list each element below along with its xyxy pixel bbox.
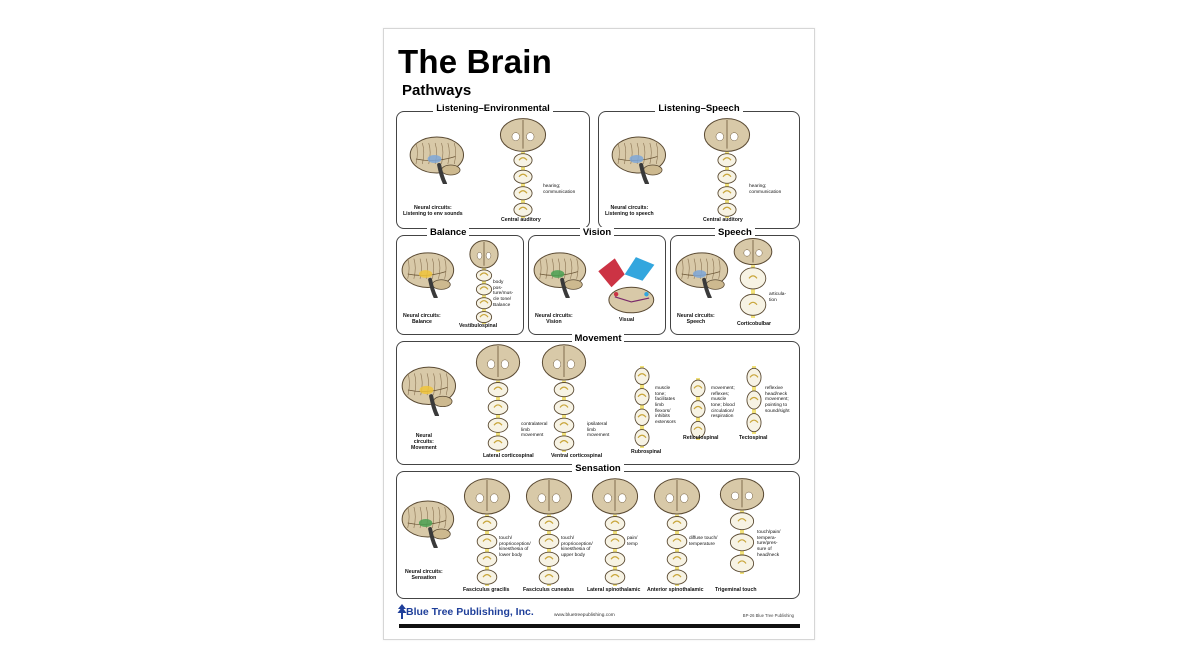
pathway-label: Tectospinal [739,435,768,441]
pathway-function-note: ipsilateral limb movement [587,422,610,439]
panel-title: Balance [427,227,470,238]
pathway-function-note: reflexive head/neck movement; pointing t… [765,386,790,414]
brain-circuit-label: Neural circuits: Movement [411,433,437,451]
pathway-function-note: hearing; communication [543,184,576,195]
pathway-label: Vestibulospinal [459,323,498,329]
coronal-brain-section-icon [463,478,511,586]
brain-lateral-icon [401,498,457,550]
publisher-name: Blue Tree Publishing, Inc. [406,606,534,618]
pathway-label: Reticulospinal [683,435,719,441]
panel-title: Movement [571,333,625,344]
poster-title: The Brain [398,43,552,80]
pathway-function-note: movement; reflexes; muscle tone; blood c… [711,386,735,420]
panel-title: Listening–Environmental [433,103,553,114]
pathway-label: Anterior spinothalamic [647,587,704,593]
pathway-function-note: muscle tone; facilitates limb flexors/ i… [655,386,676,425]
pathway-label: Lateral corticospinal [483,453,534,459]
brain-circuit-label: Neural circuits: Vision [535,313,573,325]
coronal-brain-section-icon [703,118,751,218]
brain-lateral-icon [533,250,589,300]
pathway-label: Rubrospinal [631,449,662,455]
brain-circuit-label: Neural circuits: Balance [403,313,441,325]
panel-sensation: Sensation Neural circuits: Sensation tou… [396,463,800,599]
pathway-label: Ventral corticospinal [551,453,603,459]
coronal-brain-section-icon [591,478,639,586]
brain-lateral-icon [675,250,731,300]
brain-pathways-poster: The Brain Pathways Listening–Environment… [383,28,815,640]
coronal-brain-section-icon [475,344,521,452]
pathway-label: Visual [619,317,635,323]
visual-field-diagram [595,252,661,316]
panel-title: Vision [579,227,615,238]
coronal-brain-section-icon [733,238,773,318]
coronal-brain-section-icon [719,478,765,574]
pathway-function-note: touch/ proprioception/ kinesthesia of lo… [499,536,531,558]
panel-balance: Balance Neural circuits: Balance body po… [396,227,524,335]
pathway-label: Central auditory [501,217,541,223]
brain-lateral-icon [409,134,467,186]
panel-title: Sensation [572,463,624,474]
brain-circuit-label: Neural circuits: Listening to speech [605,205,654,217]
coronal-brain-section-icon [499,118,547,218]
pathway-function-note: diffuse touch/ temperature [689,536,718,547]
brain-circuit-label: Neural circuits: Listening to env sounds [403,205,463,217]
pathway-function-note: body pos- ture/mus- cle tone/ Balance [493,280,514,308]
blue-tree-logo-icon [397,604,407,619]
pathway-label: Lateral spinothalamic [587,587,641,593]
brain-lateral-icon [401,250,457,300]
footer-rule [399,624,800,628]
pathway-function-note: articula- tion [769,292,787,303]
spinal-cord-section-icon [469,240,499,324]
panel-listening-environmental: Listening–Environmental Neural circuits:… [396,103,590,229]
panel-speech: Speech Neural circuits: Speech articula-… [670,227,800,335]
pathway-label: Corticobulbar [737,321,772,327]
pathway-label: Trigeminal touch [715,587,757,593]
brain-lateral-icon [611,134,669,186]
brain-circuit-label: Neural circuits: Sensation [405,569,443,581]
pathway-label: Fasciculus cuneatus [523,587,575,593]
panel-title: Listening–Speech [655,103,743,114]
brain-lateral-icon [401,364,459,418]
brain-circuit-label: Neural circuits: Speech [677,313,715,325]
publisher-url: www.bluetreepublishing.com [554,613,615,618]
copyright-text: BP-26 Blue Tree Publishing [742,613,794,618]
pathway-function-note: touch/pain/ tempera- ture/pres- sure of … [757,530,781,558]
poster-subtitle: Pathways [402,82,472,99]
spinal-cord-section-icon [631,366,653,448]
pathway-function-note: touch/ proprioception/ kinesthesia of up… [561,536,593,558]
panel-title: Speech [715,227,755,238]
pathway-function-note: contralateral limb movement [521,422,548,439]
spinal-cord-section-icon [687,378,709,440]
pathway-label: Fasciculus gracilis [463,587,510,593]
panel-movement: Movement Neural circuits: Movement contr… [396,333,800,465]
spinal-cord-section-icon [743,366,765,434]
panel-listening-speech: Listening–Speech Neural circuits: Listen… [598,103,800,229]
pathway-label: Central auditory [703,217,743,223]
coronal-brain-section-icon [525,478,573,586]
pathway-function-note: pain/ temp [627,536,638,547]
panel-vision: Vision Neural circuits: Vision Visual [528,227,666,335]
coronal-brain-section-icon [653,478,701,586]
coronal-brain-section-icon [541,344,587,452]
pathway-function-note: hearing; communication [749,184,782,195]
